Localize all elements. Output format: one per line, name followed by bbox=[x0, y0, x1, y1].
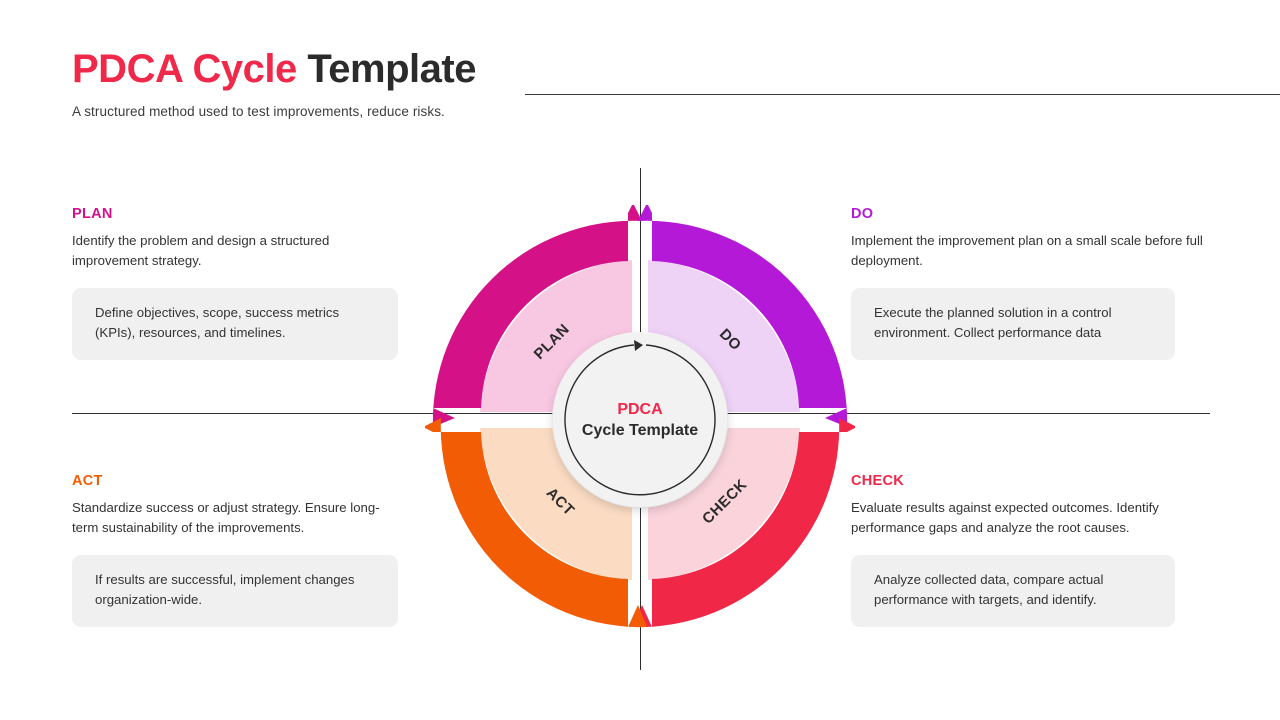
hub-title-top: PDCA bbox=[617, 400, 663, 418]
quadrant-heading-act: ACT bbox=[72, 473, 103, 489]
quadrant-description-plan: Identify the problem and design a struct… bbox=[72, 233, 330, 269]
clockwise-arrow-icon bbox=[564, 340, 716, 496]
quadrant-card-do: Execute the planned solution in a contro… bbox=[851, 287, 1175, 360]
quadrant-description-act: Standardize success or adjust strategy. … bbox=[72, 500, 380, 536]
quadrant-heading-do: DO bbox=[851, 206, 874, 222]
quadrant-card-act: If results are successful, implement cha… bbox=[72, 554, 398, 627]
quadrant-heading-plan: PLAN bbox=[72, 206, 113, 222]
quadrant-block-plan: PLAN Identify the problem and design a s… bbox=[72, 206, 402, 360]
page-subtitle: A structured method used to test improve… bbox=[72, 104, 445, 119]
wheel-hub: PDCA Cycle Template bbox=[553, 333, 727, 507]
quadrant-block-do: DO Implement the improvement plan on a s… bbox=[851, 206, 1206, 360]
quadrant-block-act: ACT Standardize success or adjust strate… bbox=[72, 473, 402, 627]
hub-title-bottom: Cycle Template bbox=[581, 421, 699, 439]
wheel-hub-inner bbox=[562, 342, 718, 498]
quadrant-block-check: CHECK Evaluate results against expected … bbox=[851, 473, 1206, 627]
divider-horizontal-left bbox=[72, 413, 646, 415]
page-title-plain: Template bbox=[296, 47, 476, 91]
quadrant-card-check: Analyze collected data, compare actual p… bbox=[851, 554, 1175, 627]
header-rule bbox=[525, 94, 1280, 95]
page-header: PDCA Cycle Template A structured method … bbox=[72, 48, 1280, 119]
quadrant-description-do: Implement the improvement plan on a smal… bbox=[851, 233, 1203, 269]
page-title-accent: PDCA Cycle bbox=[72, 47, 297, 91]
wheel-hub-text: PDCA Cycle Template bbox=[553, 333, 727, 507]
divider-horizontal-right bbox=[638, 413, 1210, 415]
quadrant-card-plan: Define objectives, scope, success metric… bbox=[72, 287, 398, 360]
page-title: PDCA Cycle Template bbox=[72, 48, 1232, 90]
quadrant-description-check: Evaluate results against expected outcom… bbox=[851, 500, 1159, 536]
quadrant-heading-check: CHECK bbox=[851, 473, 905, 489]
